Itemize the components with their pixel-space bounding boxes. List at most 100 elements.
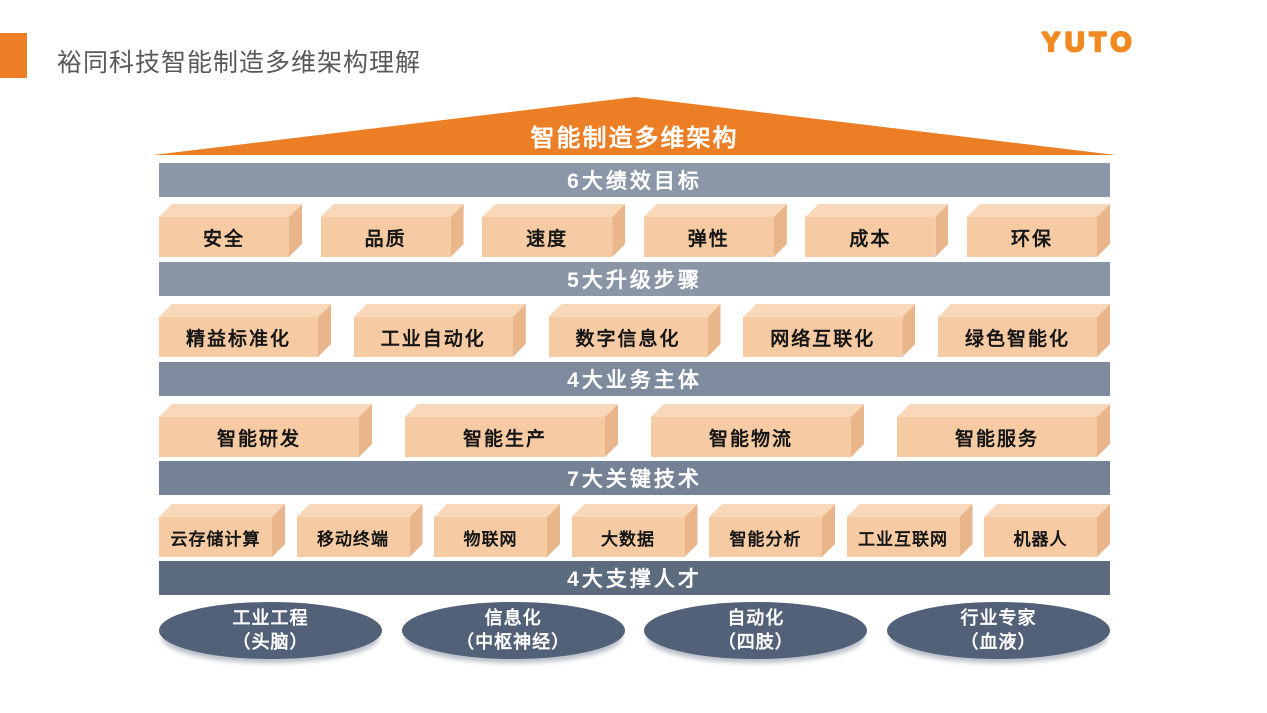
roof-title: 智能制造多维架构 [530, 125, 739, 152]
bar-upgrade-steps: 5大升级步骤 [159, 262, 1110, 296]
box-front-face: 数字信息化 [548, 317, 708, 357]
box-front-face: 机器人 [984, 517, 1097, 557]
pillar-line1: 工业工程 [232, 608, 309, 629]
box-top-face [651, 404, 864, 417]
box-label: 绿色智能化 [964, 328, 1070, 350]
box-industrial-automation: 工业自动化 [353, 304, 526, 357]
pillar-line1: 信息化 [484, 608, 542, 629]
box-front-face: 智能分析 [709, 517, 822, 557]
box-side-face [513, 304, 526, 357]
box-front-face: 物联网 [434, 517, 547, 557]
box-top-face [897, 404, 1110, 417]
page-title: 裕同科技智能制造多维架构理解 [57, 49, 422, 77]
pillar-line2: （血液） [960, 631, 1037, 652]
box-side-face [1097, 204, 1110, 257]
box-front-face: 品质 [320, 217, 451, 257]
box-smart-logistics: 智能物流 [651, 404, 864, 457]
box-network-interconnection: 网络互联化 [743, 304, 915, 357]
box-top-face [405, 404, 618, 417]
box-top-face [354, 304, 526, 317]
box-side-face [1097, 404, 1110, 457]
box-side-face [851, 404, 864, 457]
box-label: 精益标准化 [185, 328, 291, 350]
box-front-face: 安全 [159, 217, 289, 257]
box-side-face [960, 504, 973, 557]
box-top-face [321, 204, 464, 217]
bar-business-bodies: 4大业务主体 [159, 362, 1110, 396]
box-front-face: 网络互联化 [743, 317, 903, 357]
box-top-face [984, 504, 1110, 517]
box-label: 智能分析 [729, 529, 802, 549]
box-smart-rd: 智能研发 [159, 404, 372, 457]
box-safety: 安全 [159, 204, 302, 257]
box-front-face: 工业互联网 [846, 517, 960, 557]
box-label: 工业互联网 [858, 529, 948, 549]
box-label: 数字信息化 [575, 328, 681, 350]
box-label: 智能物流 [708, 428, 793, 450]
box-green-intelligence: 绿色智能化 [938, 304, 1110, 357]
box-side-face [272, 504, 285, 557]
box-big-data: 大数据 [571, 504, 698, 557]
business-bodies-row: 智能研发 智能生产 智能物流 智能服务 [159, 404, 1110, 457]
pillar-automation: 自动化 （四肢） [644, 602, 868, 659]
box-side-face [451, 204, 464, 257]
bar-supporting-talents: 4大支撑人才 [159, 561, 1110, 595]
box-side-face [1097, 504, 1110, 557]
box-label: 智能研发 [216, 428, 301, 450]
bar-key-technologies: 7大关键技术 [159, 461, 1110, 495]
box-top-face [434, 504, 560, 517]
box-side-face [605, 404, 618, 457]
box-label: 安全 [202, 228, 245, 250]
box-top-face [572, 504, 698, 517]
box-side-face [902, 304, 915, 357]
box-front-face: 弹性 [643, 217, 774, 257]
box-side-face [359, 404, 372, 457]
pillar-line1: 行业专家 [960, 608, 1037, 629]
pillar-informatization: 信息化 （中枢神经） [401, 602, 625, 659]
box-intelligent-analysis: 智能分析 [709, 504, 835, 557]
box-top-face [549, 304, 721, 317]
box-side-face [708, 304, 721, 357]
box-top-face [297, 504, 423, 517]
performance-goals-row: 安全 品质 速度 弹性 [159, 204, 1110, 257]
box-front-face: 智能服务 [897, 417, 1097, 457]
box-label: 智能生产 [462, 428, 547, 450]
box-label: 机器人 [1013, 529, 1068, 549]
pillar-line2: （中枢神经） [456, 631, 571, 652]
box-lean-standardization: 精益标准化 [159, 304, 331, 357]
box-label: 云存储计算 [170, 529, 261, 549]
pillar-industrial-engineering: 工业工程 （头脑） [159, 602, 382, 659]
box-front-face: 智能研发 [159, 417, 359, 457]
pillar-line2: （四肢） [717, 631, 794, 652]
box-side-face [547, 504, 560, 557]
box-label: 物联网 [463, 529, 518, 549]
bar-performance-goals: 6大绩效目标 [159, 163, 1110, 197]
box-top-face [482, 204, 625, 217]
box-top-face [159, 304, 331, 317]
box-label: 弹性 [687, 228, 730, 250]
box-digital-informatization: 数字信息化 [548, 304, 721, 357]
box-label: 智能服务 [954, 428, 1039, 450]
supporting-talents-row: 工业工程 （头脑） 信息化 （中枢神经） 自动化 （四肢） 行业专家 （血液） [159, 602, 1110, 659]
box-quality: 品质 [320, 204, 464, 257]
box-front-face: 成本 [805, 217, 936, 257]
box-side-face [935, 204, 948, 257]
box-top-face [159, 204, 302, 217]
box-iot: 物联网 [434, 504, 560, 557]
box-label: 环保 [1010, 228, 1053, 250]
box-top-face [805, 204, 948, 217]
box-top-face [159, 504, 285, 517]
box-front-face: 速度 [482, 217, 613, 257]
box-top-face [847, 504, 973, 517]
box-front-face: 智能生产 [405, 417, 605, 457]
box-top-face [159, 404, 372, 417]
box-flexibility: 弹性 [643, 204, 787, 257]
box-side-face [410, 504, 423, 557]
box-smart-service: 智能服务 [897, 404, 1110, 457]
box-top-face [644, 204, 787, 217]
box-front-face: 环保 [966, 217, 1097, 257]
box-side-face [822, 504, 835, 557]
architecture-diagram: 智能制造多维架构 6大绩效目标 安全 品质 速度 [153, 97, 1116, 659]
box-cost: 成本 [805, 204, 948, 257]
pillar-line1: 自动化 [727, 608, 785, 629]
